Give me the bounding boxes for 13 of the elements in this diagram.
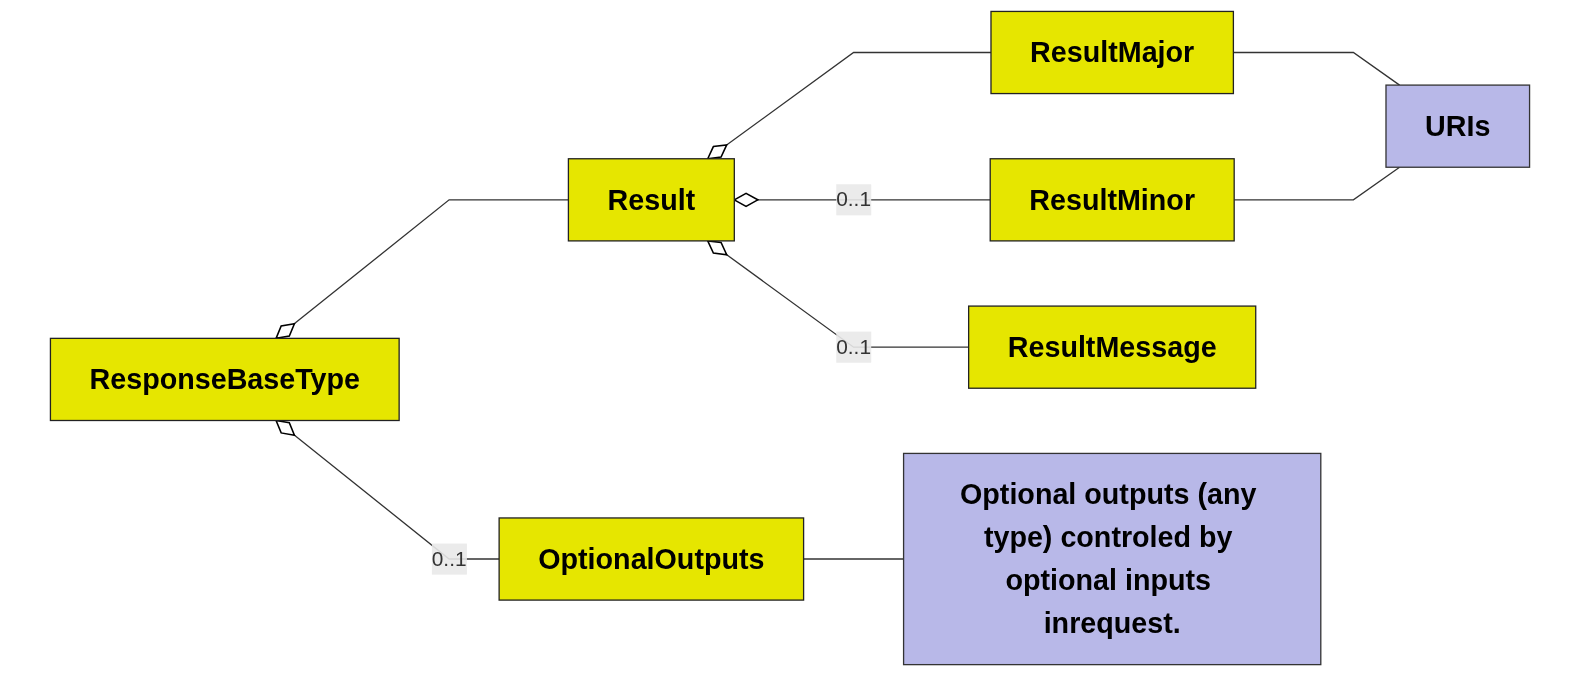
connector: [1233, 167, 1400, 201]
node-box: Result: [567, 158, 735, 242]
node-box: ResponseBaseType: [49, 338, 400, 422]
node-box: OptionalOutputs: [497, 517, 804, 602]
edge-label: 0..1: [835, 188, 871, 211]
node-box: ResultMajor: [989, 11, 1234, 95]
node-box: URIs: [1384, 84, 1530, 169]
node-box: ResultMinor: [989, 158, 1235, 242]
edge-label: 0..1: [835, 335, 871, 359]
connector: [1232, 52, 1400, 87]
node-box: Optional outputs (any type) controled by optional inputs inrequest.: [902, 453, 1321, 666]
edge-label: 0..1: [431, 547, 467, 570]
node-box: ResultMessage: [967, 305, 1256, 390]
